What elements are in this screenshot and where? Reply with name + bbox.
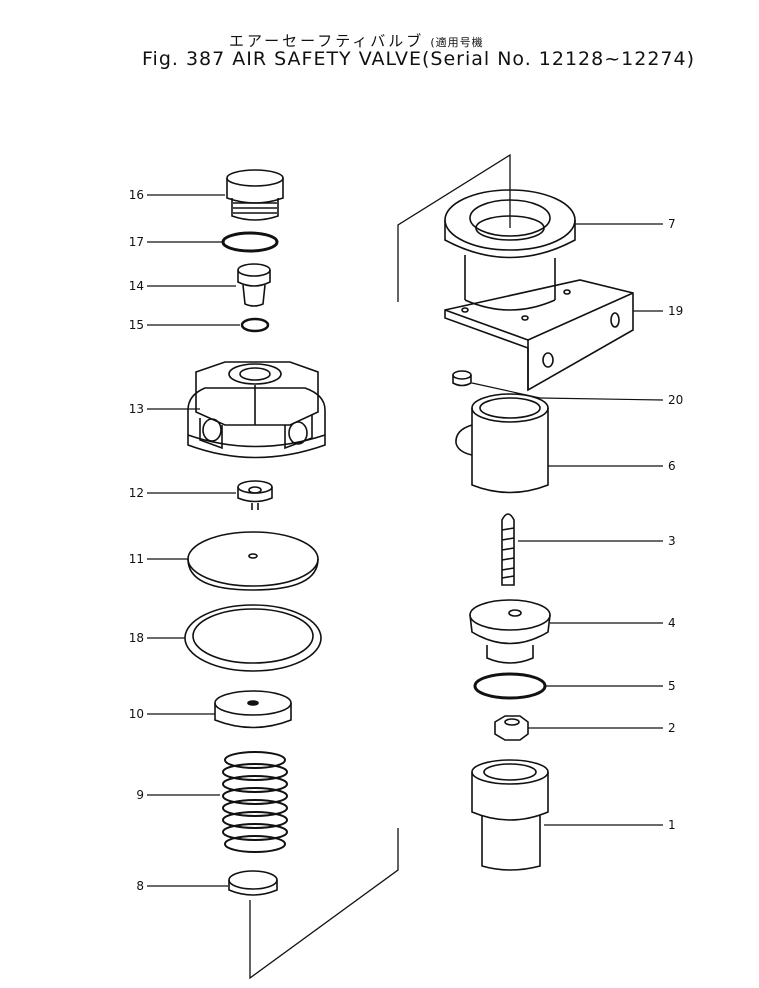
callout-label: 16 [128, 188, 144, 202]
callout-label: 11 [128, 552, 144, 566]
part-12-bolt [237, 480, 273, 510]
part-6-cylinder [455, 393, 549, 494]
callout-label: 12 [128, 486, 144, 500]
part-9-spring [222, 751, 288, 853]
callout-label: 8 [136, 879, 144, 893]
callout-label: 14 [128, 279, 144, 293]
part-2-nut [494, 715, 529, 741]
callout-label: 2 [668, 721, 676, 735]
part-17-o-ring [221, 231, 279, 253]
title-english: Fig. 387 AIR SAFETY VALVE(Serial No. 121… [142, 48, 696, 70]
callout-label: 9 [136, 788, 144, 802]
part-1-housing [471, 759, 549, 871]
part-16-cap [226, 169, 284, 221]
part-8-cap [228, 870, 278, 896]
assembly-lines [249, 153, 511, 980]
part-15-ring [240, 317, 270, 333]
part-14-plug [237, 263, 271, 307]
callout-label: 6 [668, 459, 676, 473]
callout-label: 3 [668, 534, 676, 548]
part-10-disc [214, 690, 292, 729]
callout-label: 17 [128, 235, 144, 249]
callout-label: 13 [128, 402, 144, 416]
part-5-o-ring [473, 672, 547, 700]
part-7-flange [444, 189, 576, 300]
callout-label: 15 [128, 318, 144, 332]
callout-label: 1 [668, 818, 676, 832]
callout-label: 19 [668, 304, 684, 318]
part-20-screw [452, 370, 472, 387]
title-japanese-note: (適用号機 [430, 36, 484, 49]
callout-label: 4 [668, 616, 676, 630]
leader-lines-right [471, 223, 664, 826]
callout-label: 20 [668, 393, 684, 407]
part-18-gasket [184, 604, 322, 672]
part-19-bracket [444, 279, 634, 392]
callout-label: 5 [668, 679, 676, 693]
callout-label: 10 [128, 707, 144, 721]
callout-label: 18 [128, 631, 144, 645]
part-11-diaphragm [187, 531, 319, 591]
part-4-adjuster [469, 599, 551, 664]
title-japanese: エアーセーフティバルブ(適用号機 [229, 32, 484, 50]
part-13-valve-body [187, 361, 326, 459]
callout-label: 7 [668, 217, 676, 231]
part-3-stud [501, 513, 515, 586]
leader-lines-left [147, 194, 240, 887]
